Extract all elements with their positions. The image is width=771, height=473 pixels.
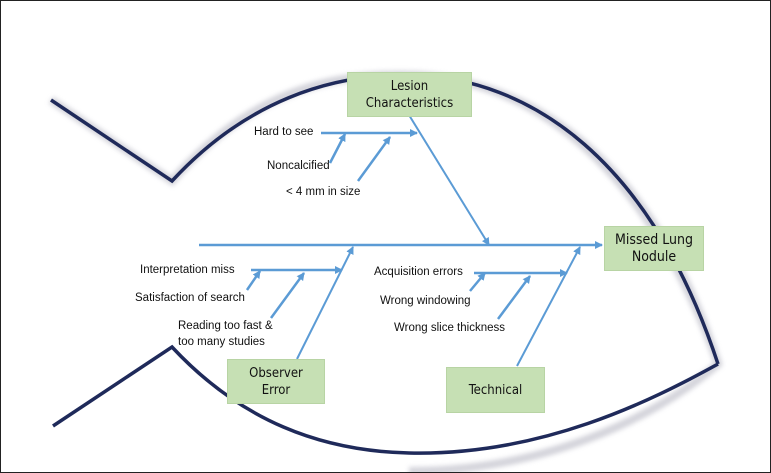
- lesion-label-line2: Characteristics: [365, 95, 454, 111]
- fish-lower-curve: [52, 344, 719, 455]
- lt4mm-arrow: [356, 136, 392, 182]
- technical-bone-arrow: [516, 246, 581, 367]
- noncalcified-arrow: [328, 133, 347, 164]
- observer-error-box: Observer Error: [227, 359, 325, 404]
- lesion-label-line1: Lesion: [390, 78, 429, 94]
- satisfaction-arrow: [245, 270, 262, 291]
- cause-reading-fast-line2: too many studies: [178, 336, 265, 348]
- observer-label-line1: Observer: [249, 365, 303, 381]
- observer-bone-arrow: [296, 246, 354, 360]
- cause-lt4mm: < 4 mm in size: [286, 186, 361, 198]
- cause-acquisition-errors: Acquisition errors: [374, 266, 463, 278]
- technical-label: Technical: [468, 382, 523, 398]
- cause-interpretation-miss: Interpretation miss: [140, 264, 235, 276]
- cause-reading-fast-line1: Reading too fast &: [178, 320, 273, 332]
- observer-label-line2: Error: [261, 382, 291, 398]
- cause-wrong-windowing: Wrong windowing: [380, 295, 471, 307]
- missed-lung-nodule-box: Missed Lung Nodule: [604, 226, 704, 271]
- cause-wrong-slice-thickness: Wrong slice thickness: [394, 322, 505, 334]
- slice-arrow: [496, 275, 532, 320]
- windowing-arrow: [469, 272, 486, 292]
- reading-fast-arrow: [269, 272, 306, 319]
- cause-satisfaction-of-search: Satisfaction of search: [135, 292, 245, 304]
- effect-label-line2: Nodule: [631, 248, 677, 265]
- technical-box: Technical: [446, 367, 545, 413]
- fish-upper-outline: [50, 73, 720, 365]
- cause-noncalcified: Noncalcified: [267, 160, 330, 172]
- lesion-bone-arrow: [408, 114, 490, 246]
- cause-hard-to-see: Hard to see: [254, 126, 314, 138]
- effect-label-line1: Missed Lung: [615, 231, 693, 248]
- lesion-characteristics-box: Lesion Characteristics: [347, 72, 472, 117]
